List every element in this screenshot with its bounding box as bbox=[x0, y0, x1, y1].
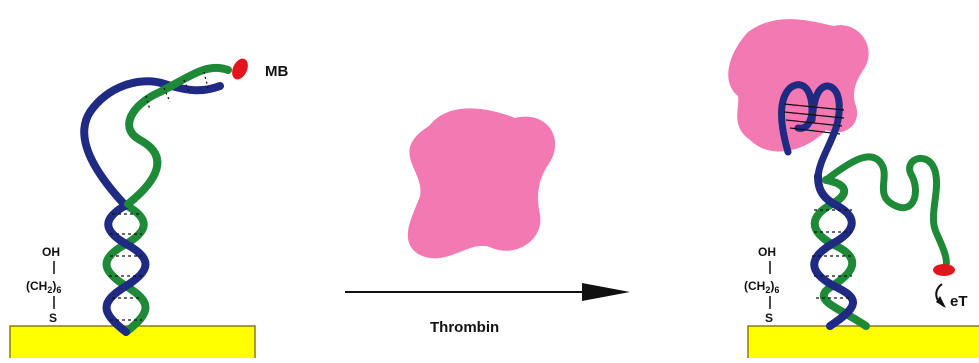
mb-label: MB bbox=[265, 63, 288, 80]
svg-text:OH: OH bbox=[758, 245, 776, 259]
svg-text:(CH2)6: (CH2)6 bbox=[744, 279, 779, 295]
arrow-label: Thrombin bbox=[430, 319, 499, 336]
alkanethiol-linker-right: OH (CH2)6 S bbox=[744, 245, 779, 325]
right-panel: OH (CH2)6 S eT bbox=[728, 19, 979, 358]
gold-electrode-right bbox=[748, 326, 979, 358]
middle-panel: Thrombin bbox=[345, 108, 630, 336]
left-panel: OH (CH2)6 S bbox=[10, 56, 288, 358]
dna-duplex-lower-right bbox=[812, 176, 866, 326]
dna-duplex-lower-left bbox=[107, 204, 146, 332]
et-label: eT bbox=[950, 293, 968, 310]
arrow-head bbox=[582, 283, 630, 301]
s-label: S bbox=[49, 311, 57, 325]
svg-text:S: S bbox=[765, 311, 773, 325]
thrombin-free bbox=[408, 108, 555, 258]
ch2-label: (CH2)6 bbox=[26, 279, 61, 295]
oh-label: OH bbox=[42, 245, 60, 259]
methylene-blue-tag-left bbox=[229, 56, 251, 82]
methylene-blue-tag-right bbox=[933, 264, 955, 276]
alkanethiol-linker-left: OH (CH2)6 S bbox=[26, 245, 61, 325]
